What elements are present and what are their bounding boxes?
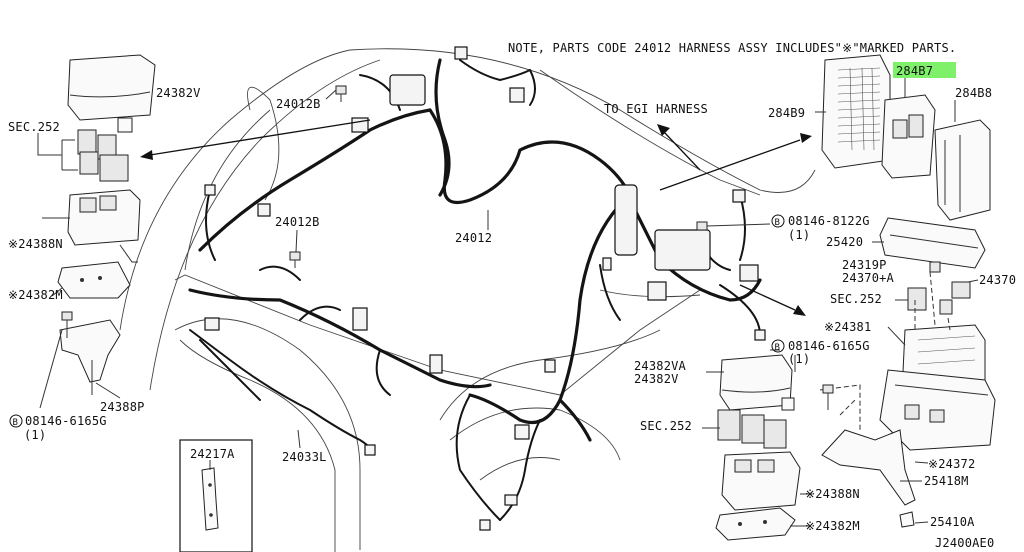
svg-text:B: B [775, 343, 781, 353]
label-sec252-left: SEC.252 [8, 120, 60, 134]
svg-text:B: B [13, 418, 19, 428]
label-sec252-right: SEC.252 [830, 292, 882, 306]
label-24319P: 24319P [842, 258, 887, 272]
label-24370A: 24370+A [842, 271, 895, 285]
label-24382V-mid: 24382V [634, 372, 679, 386]
diagram-code: J2400AE0 [935, 536, 994, 550]
label-to-egi-harness: TO EGI HARNESS [604, 102, 708, 116]
label-bolt-mid-qty: (1) [788, 228, 810, 242]
label-25418M: 25418M [924, 474, 969, 488]
label-24381: ※24381 [824, 320, 871, 334]
label-24382V-top: 24382V [156, 86, 201, 100]
label-24012B-b: 24012B [275, 215, 320, 229]
label-25420: 25420 [826, 235, 863, 249]
label-24012B-a: 24012B [276, 97, 321, 111]
highlight-284B7 [893, 62, 956, 78]
label-24033L: 24033L [282, 450, 327, 464]
main-harness-24012 [188, 46, 766, 531]
svg-text:B: B [775, 218, 781, 228]
upper-right-module-group [657, 54, 991, 269]
circled-b-right: B [771, 339, 785, 353]
circled-b-left: B [9, 414, 23, 428]
label-bolt-left: 08146-6165G [25, 414, 107, 428]
vehicle-body-outline [119, 48, 816, 552]
label-25410A: 25410A [930, 515, 975, 529]
label-284B9: 284B9 [768, 106, 805, 120]
label-sec252-mid: SEC.252 [640, 419, 692, 433]
label-bolt-right: 08146-6165G [788, 339, 870, 353]
label-24012: 24012 [455, 231, 492, 245]
label-24382M-left: ※24382M [8, 288, 63, 302]
label-284B8: 284B8 [955, 86, 992, 100]
label-bolt-mid: 08146-8122G [788, 214, 870, 228]
label-bolt-right-qty: (1) [788, 352, 810, 366]
label-24372: ※24372 [928, 457, 975, 471]
label-284B7: 284B7 [896, 64, 933, 78]
circled-b-mid: B [771, 214, 785, 228]
labels: NOTE, PARTS CODE 24012 HARNESS ASSY INCL… [8, 41, 1016, 550]
lower-right-box-group [739, 261, 996, 528]
label-24388P: 24388P [100, 400, 145, 414]
bolts-24012B [289, 85, 780, 449]
label-24370: 24370 [979, 273, 1016, 287]
label-24388N-mid: ※24388N [805, 487, 860, 501]
parts-note: NOTE, PARTS CODE 24012 HARNESS ASSY INCL… [508, 41, 956, 55]
left-fuse-box-group [37, 54, 371, 409]
label-bolt-left-qty: (1) [24, 428, 46, 442]
lower-middle-box-group [702, 354, 812, 541]
inset-24217A [179, 439, 253, 552]
label-24382M-mid: ※24382M [805, 519, 860, 533]
label-24217A: 24217A [190, 447, 235, 461]
label-24382VA: 24382VA [634, 359, 687, 373]
label-24388N-left: ※24388N [8, 237, 63, 251]
